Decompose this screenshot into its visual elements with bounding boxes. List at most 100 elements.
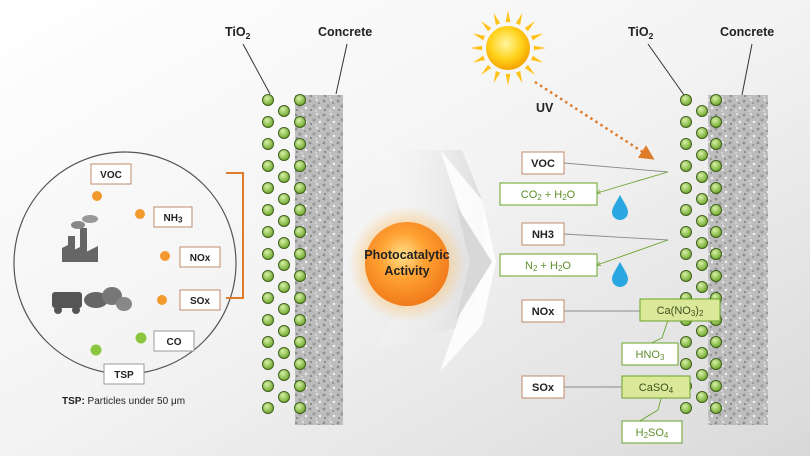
tio2-bead <box>262 314 274 326</box>
right-panel: UV TiO2 Concrete VOC N <box>470 10 774 444</box>
product-co2-h2o: CO2 + H2O <box>499 182 598 206</box>
right-tio2-pointer <box>647 43 685 96</box>
activity-orb <box>365 222 449 306</box>
tio2-bead <box>710 270 722 282</box>
sun-ray <box>481 64 492 75</box>
tio2-bead <box>294 336 306 348</box>
tio2-bead <box>278 149 290 161</box>
svg-text:TSP: TSP <box>114 370 134 381</box>
nh3-dot <box>135 209 145 219</box>
tio2-bead <box>696 215 708 227</box>
sun-ray <box>472 33 485 41</box>
left-tio2-label: TiO2 <box>225 25 251 41</box>
tio2-bead <box>278 347 290 359</box>
activity-label-line2: Activity <box>384 264 429 278</box>
process-arrow-head <box>456 205 492 320</box>
tio2-bead <box>294 270 306 282</box>
tio2-bead <box>262 226 274 238</box>
center-panel: Photocatalytic Activity <box>349 150 496 372</box>
tio2-bead <box>278 237 290 249</box>
right-tio2-label: TiO2 <box>628 25 654 41</box>
left-panel: TiO2 Concrete <box>13 25 372 425</box>
right-concrete-pointer <box>741 43 753 96</box>
tio2-bead <box>710 182 722 194</box>
tio2-bead <box>710 380 722 392</box>
tio2-bead <box>294 204 306 216</box>
svg-text:H2SO4: H2SO4 <box>636 427 669 440</box>
uv-arrow <box>534 80 655 160</box>
sun-icon <box>470 10 546 86</box>
reaction-lines <box>563 162 669 428</box>
right-concrete-label: Concrete <box>720 25 774 39</box>
tio2-bead <box>262 116 274 128</box>
tio2-bead <box>278 105 290 117</box>
tio2-bead <box>294 380 306 392</box>
right-tio2-coating <box>680 94 722 414</box>
svg-text:VOC: VOC <box>531 158 555 170</box>
svg-text:CO: CO <box>167 337 182 348</box>
sun-ray <box>493 12 501 25</box>
co-dot <box>135 332 147 344</box>
vehicle-icon <box>52 287 132 314</box>
tio2-bead <box>696 325 708 337</box>
input-label-nh3: NH3 <box>521 222 565 246</box>
tio2-bead <box>262 358 274 370</box>
tio2-bead <box>294 402 306 414</box>
input-label-sox: SOx <box>521 375 565 399</box>
svg-text:NOx: NOx <box>532 306 556 318</box>
left-tio2-pointer <box>242 43 271 95</box>
svg-text:HNO3: HNO3 <box>636 349 665 362</box>
tio2-bead <box>294 116 306 128</box>
sun-ray <box>533 45 546 51</box>
svg-text:Ca(NO3)2: Ca(NO3)2 <box>657 305 704 318</box>
tio2-bead <box>696 369 708 381</box>
tio2-bead <box>294 226 306 238</box>
pollutant-label-co: CO <box>153 330 195 352</box>
tio2-bead <box>294 292 306 304</box>
product-n2-h2o: N2 + H2O <box>499 253 598 277</box>
sun-ray <box>524 64 535 75</box>
tio2-bead <box>262 204 274 216</box>
tio2-bead <box>278 325 290 337</box>
tio2-bead <box>680 358 692 370</box>
tio2-bead <box>294 94 306 106</box>
tio2-bead <box>680 182 692 194</box>
tio2-bead <box>680 336 692 348</box>
sun-ray <box>531 33 544 41</box>
left-concrete-slab <box>295 95 343 425</box>
svg-text:NH3: NH3 <box>532 229 554 241</box>
pollutant-label-voc: VOC <box>90 163 132 185</box>
tio2-bead <box>262 336 274 348</box>
left-tio2-coating <box>262 94 306 414</box>
tio2-bead <box>710 160 722 172</box>
tio2-bead <box>278 391 290 403</box>
pollutant-bracket <box>226 172 244 299</box>
tio2-bead <box>278 303 290 315</box>
sun-ray <box>505 73 511 86</box>
tio2-bead <box>680 402 692 414</box>
tio2-bead <box>680 94 692 106</box>
pollutant-label-sox: SOx <box>179 289 221 311</box>
svg-text:CaSO4: CaSO4 <box>639 382 674 395</box>
input-label-nox: NOx <box>521 299 565 323</box>
tio2-bead <box>696 149 708 161</box>
left-concrete-label: Concrete <box>318 25 372 39</box>
tio2-bead <box>262 138 274 150</box>
tsp-dot <box>90 344 102 356</box>
tio2-bead <box>680 160 692 172</box>
tio2-bead <box>262 402 274 414</box>
tio2-bead <box>680 226 692 238</box>
tio2-bead <box>680 138 692 150</box>
pollutant-label-nox: NOx <box>179 246 221 268</box>
voc-dot <box>92 191 102 201</box>
tio2-bead <box>262 248 274 260</box>
nox-dot <box>160 251 170 261</box>
pollutant-label-tsp: TSP <box>103 363 145 385</box>
tio2-bead <box>680 248 692 260</box>
tio2-bead <box>294 138 306 150</box>
pollutant-label-nh3: NH3 <box>153 206 193 228</box>
sun-ray <box>472 55 485 63</box>
factory-icon <box>62 215 98 262</box>
